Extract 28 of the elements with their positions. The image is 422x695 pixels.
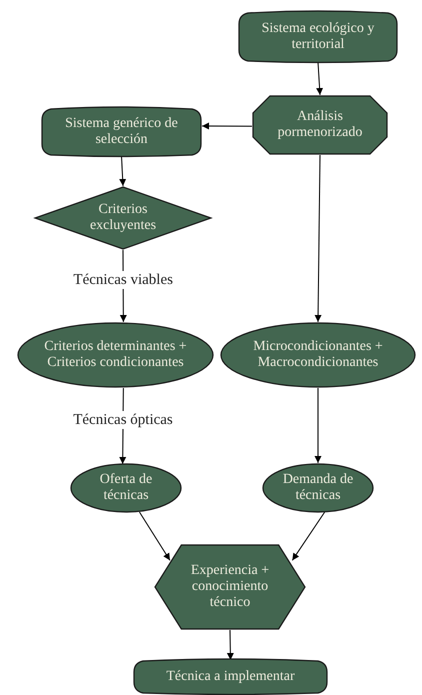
process-box bbox=[41, 108, 202, 156]
node-text: Criterios determinantes + Criterios condicionantes bbox=[43, 339, 188, 371]
arrow bbox=[292, 512, 326, 561]
ellipse-node bbox=[17, 322, 214, 388]
arrow bbox=[314, 154, 322, 322]
node-text: Análisis pormenorizado bbox=[276, 109, 364, 141]
hexagon-node bbox=[154, 544, 306, 630]
ellipse-node bbox=[262, 463, 374, 513]
process-box bbox=[238, 12, 398, 62]
arrow bbox=[202, 122, 252, 130]
node-text: Sistema ecológico y territorial bbox=[260, 21, 376, 53]
decision-diamond bbox=[34, 186, 212, 250]
node-text: Demanda de técnicas bbox=[282, 472, 354, 504]
arrow bbox=[226, 630, 234, 660]
node-text: Sistema genérico de selección bbox=[64, 116, 179, 148]
arrow bbox=[138, 512, 170, 561]
ellipse-node bbox=[220, 322, 416, 388]
node-text: Microcondicionantes + Macrocondicionantes bbox=[252, 339, 384, 371]
process-box bbox=[133, 660, 328, 694]
node-text: Experiencia + conocimiento técnico bbox=[190, 563, 270, 611]
octagon-node bbox=[252, 95, 388, 155]
arrow bbox=[119, 156, 126, 186]
node-text: Criterios excluyentes bbox=[88, 202, 158, 234]
arrow bbox=[314, 388, 322, 464]
node-text: Técnica a implementar bbox=[166, 669, 295, 685]
ellipse-node bbox=[70, 463, 182, 513]
node-text: Oferta de técnicas bbox=[98, 472, 154, 504]
arrow bbox=[316, 62, 324, 96]
